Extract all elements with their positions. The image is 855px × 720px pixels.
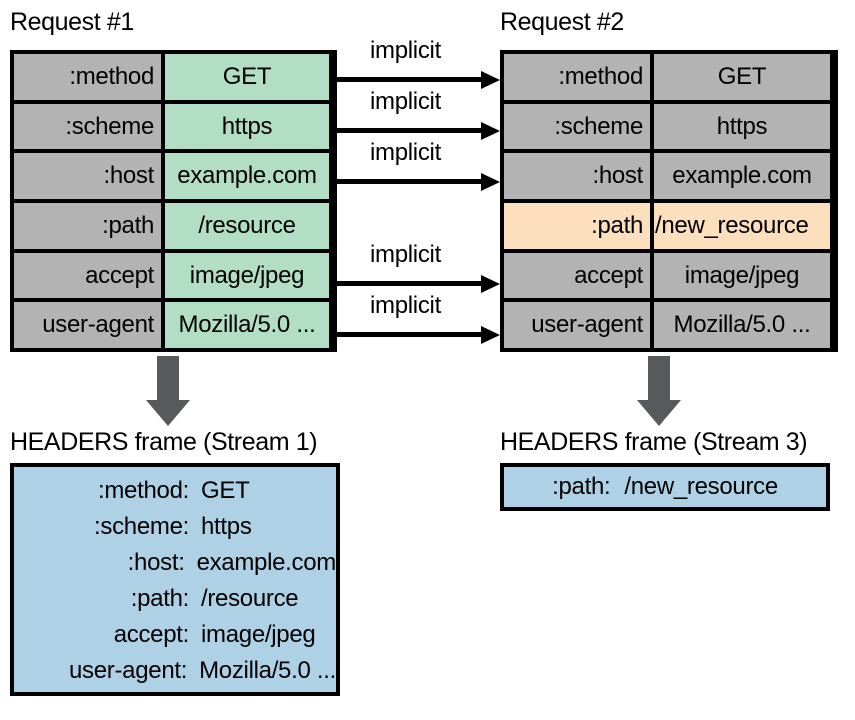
header-name: :method [504,54,654,100]
request2-caption: Request #2 [500,8,624,36]
header-value: /new_resource [654,203,830,249]
header-name: user-agent [14,302,165,349]
header-line: :method: GET [14,473,336,509]
header-value: GET [654,54,830,100]
header-key: :path: [552,473,611,500]
header-key: :host: [127,549,185,576]
headers-frame-stream3: :path: /new_resource [500,463,830,511]
header-value: https [201,513,252,540]
frame2-caption: HEADERS frame (Stream 3) [500,428,808,456]
header-line: user-agent: Mozilla/5.0 ... [14,653,336,689]
arrow-tip [146,400,190,426]
header-line: :host: example.com [14,545,337,581]
arrow-shaft [337,77,481,82]
table-row: accept image/jpeg [14,252,333,303]
header-name: accept [14,252,165,299]
down-arrow-icon-stream3 [637,356,681,426]
header-value: example.com [654,153,830,200]
header-key: accept: [113,621,190,648]
header-line: :scheme: https [14,509,336,545]
table-row: :method GET [14,54,333,104]
header-name: :path [504,203,654,249]
header-key: :method: [98,477,189,504]
table-row: :path /resource [14,203,333,253]
arrow-shaft [337,179,481,184]
arrow-shaft [337,332,481,337]
implicit-label-accept: implicit [370,241,441,268]
implicit-label-scheme: implicit [370,88,441,115]
header-name: :path [14,203,165,249]
header-name: accept [504,252,654,299]
header-line: :path: /resource [14,581,336,617]
request2-header-table: :method GET :scheme https :host example.… [500,50,838,352]
header-value: /resource [165,203,329,249]
implicit-label-method: implicit [370,37,441,64]
headers-frame-stream1: :method: GET :scheme: https :host: examp… [10,463,340,696]
header-line: accept: image/jpeg [14,617,336,653]
request1-header-table: :method GET :scheme https :host example.… [10,50,337,352]
header-value: /new_resource [624,473,778,500]
implicit-arrow-user-agent [337,326,500,344]
header-name: :method [14,54,165,100]
arrow-head-icon [481,122,500,140]
header-value: image/jpeg [165,252,329,299]
down-arrow-icon-stream1 [146,356,190,426]
header-name: user-agent [504,302,654,349]
header-value: https [165,103,329,150]
arrow-head-icon [481,71,500,89]
frame1-caption: HEADERS frame (Stream 1) [10,428,318,456]
implicit-label-host: implicit [370,139,441,166]
header-value: GET [201,477,250,504]
arrow-head-icon [481,275,500,293]
table-row: :method GET [504,54,834,104]
arrow-head-icon [481,173,500,191]
implicit-arrow-scheme [337,122,500,140]
implicit-arrow-method [337,71,500,89]
header-name: :scheme [504,103,654,150]
implicit-arrow-accept [337,275,500,293]
header-key: :path: [130,585,190,612]
arrow-shaft [337,281,481,286]
table-row: :host example.com [504,153,834,204]
implicit-label-user-agent: implicit [370,292,441,319]
header-key: :scheme: [94,513,189,540]
header-value: Mozilla/5.0 ... [654,302,830,349]
table-row: user-agent Mozilla/5.0 ... [14,302,333,349]
header-key: user-agent: [69,657,188,684]
header-name: :scheme [14,103,165,150]
table-row: :scheme https [14,103,333,154]
header-value: GET [165,54,329,100]
header-value: https [654,103,830,150]
table-row: accept image/jpeg [504,252,834,303]
table-row: user-agent Mozilla/5.0 ... [504,302,834,349]
header-value: Mozilla/5.0 ... [165,302,329,349]
implicit-arrow-host [337,173,500,191]
header-value: /resource [201,585,299,612]
table-row: :scheme https [504,103,834,154]
header-line: :path: /new_resource [504,467,826,507]
header-value: Mozilla/5.0 ... [199,657,336,684]
arrow-tip [637,400,681,426]
header-value: example.com [196,549,337,576]
arrow-shaft [337,128,481,133]
header-name: :host [504,153,654,200]
table-row-changed: :path /new_resource [504,203,834,253]
table-row: :host example.com [14,153,333,204]
header-value: image/jpeg [201,621,316,648]
header-value: image/jpeg [654,252,830,299]
arrow-head-icon [481,326,500,344]
request1-caption: Request #1 [10,8,134,36]
header-name: :host [14,153,165,200]
arrow-stem [648,356,670,400]
arrow-stem [157,356,179,400]
header-value: example.com [165,153,329,200]
